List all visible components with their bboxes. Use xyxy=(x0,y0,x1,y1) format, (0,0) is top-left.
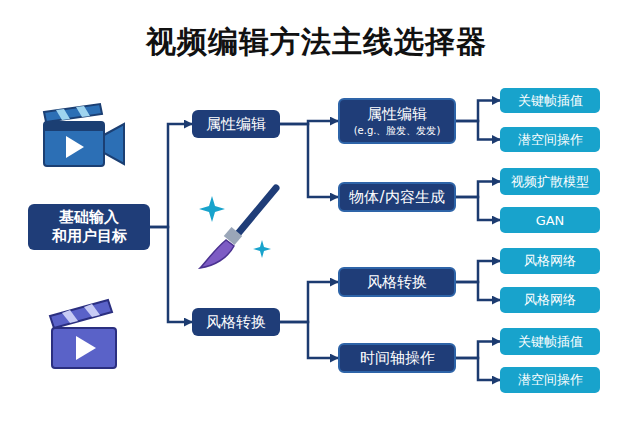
node-label: 关键帧插值 xyxy=(518,333,583,351)
node-label: 潜空间操作 xyxy=(518,371,583,389)
connector-arrow xyxy=(456,182,500,198)
connector-arrow xyxy=(456,121,500,140)
technique-box: GAN xyxy=(500,207,600,233)
technique-box: 风格网络 xyxy=(500,248,600,274)
method-box: 物体/内容生成 xyxy=(338,182,456,212)
technique-box: 视频扩散模型 xyxy=(500,168,600,195)
node-label: 基础输入 和用户目标 xyxy=(34,208,144,246)
node-label: 关键帧插值 xyxy=(518,92,583,110)
technique-box: 风格网络 xyxy=(500,287,600,313)
technique-box: 关键帧插值 xyxy=(500,328,600,355)
method-box: 风格转换 xyxy=(338,267,456,297)
diagram-title: 视频编辑方法主线选择器 xyxy=(0,22,632,63)
sparkle-icon xyxy=(199,196,271,258)
connector-arrow xyxy=(456,261,500,282)
node-label: GAN xyxy=(536,213,565,228)
node-label: 风格网络 xyxy=(524,291,576,309)
method-box: 时间轴操作 xyxy=(338,343,456,373)
method-box: 属性编辑(e.g.、脸发、发发) xyxy=(338,98,456,144)
connector-arrow xyxy=(150,124,192,227)
connector-arrow xyxy=(456,197,500,220)
node-label: 物体/内容生成 xyxy=(349,188,444,207)
category-box: 风格转换 xyxy=(192,308,280,336)
connector-arrow xyxy=(456,282,500,300)
input-box: 基础输入 和用户目标 xyxy=(28,204,150,250)
node-label: 视频扩散模型 xyxy=(511,173,589,191)
node-label: 风格转换 xyxy=(367,273,427,292)
node-label: 潜空间操作 xyxy=(518,131,583,149)
node-label: 风格转换 xyxy=(206,313,266,332)
connector-arrow xyxy=(280,282,338,322)
category-box: 属性编辑 xyxy=(192,110,280,138)
node-label: 属性编辑 xyxy=(367,105,427,124)
connector-arrow xyxy=(280,124,338,197)
connector-arrow xyxy=(150,227,192,322)
connector-arrow xyxy=(456,358,500,380)
paintbrush-icon xyxy=(200,188,276,268)
node-label: 风格网络 xyxy=(524,252,576,270)
connector-arrow xyxy=(456,101,500,122)
technique-box: 潜空间操作 xyxy=(500,367,600,393)
video-camera-icon xyxy=(44,104,124,166)
clapperboard-icon xyxy=(50,300,116,368)
technique-box: 潜空间操作 xyxy=(500,127,600,152)
connector-arrow xyxy=(280,322,338,358)
node-label: 时间轴操作 xyxy=(360,349,435,368)
connector-arrow xyxy=(456,342,500,359)
node-subtext: (e.g.、脸发、发发) xyxy=(354,124,441,137)
technique-box: 关键帧插值 xyxy=(500,88,600,113)
node-label: 属性编辑 xyxy=(206,115,266,134)
